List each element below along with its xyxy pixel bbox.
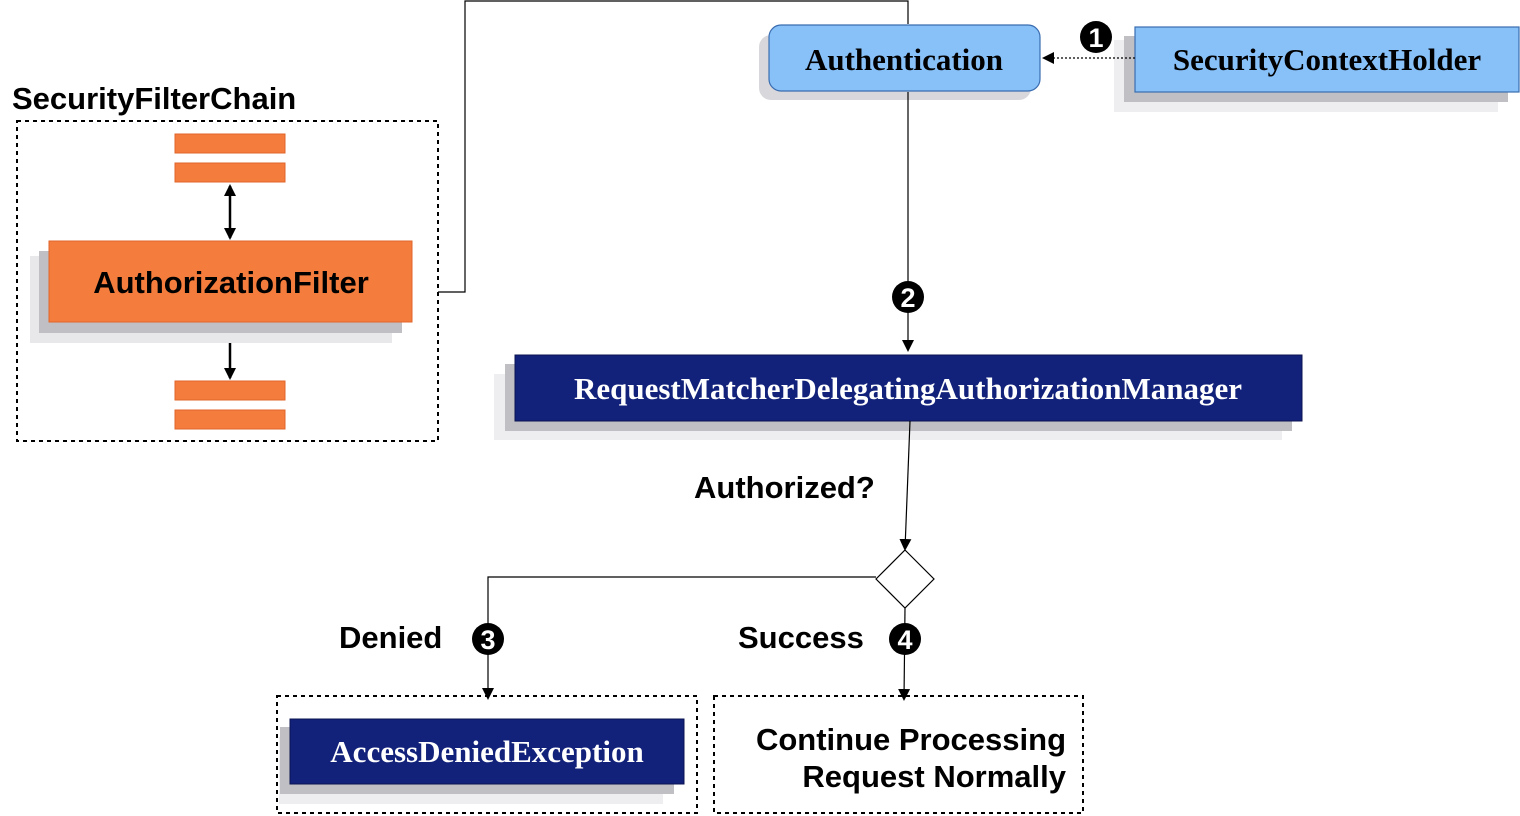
filter-bar-bottom-2 xyxy=(174,409,286,430)
step-2-badge: 2 xyxy=(892,281,924,313)
authorization-filter-box xyxy=(48,240,413,323)
step-3-number: 3 xyxy=(480,625,495,655)
filter-bar-top-2 xyxy=(174,162,286,183)
authentication-label: Authentication xyxy=(805,42,1003,77)
step-1-number: 1 xyxy=(1088,23,1103,53)
step-4-number: 4 xyxy=(897,625,912,655)
filter-bar-top-1 xyxy=(174,133,286,154)
authorization-decision-diamond xyxy=(875,549,935,609)
security-context-holder-label: SecurityContextHolder xyxy=(1173,42,1481,77)
denied-label: Denied xyxy=(339,620,442,655)
success-label: Success xyxy=(738,620,864,655)
step-3-badge: 3 xyxy=(472,623,504,655)
security-context-holder-box xyxy=(1134,26,1520,93)
denied-branch-line xyxy=(482,576,876,700)
filter-bar-bottom-1 xyxy=(174,380,286,401)
manager-box xyxy=(514,354,1303,422)
success-outcome-container xyxy=(713,695,1084,814)
security-filter-chain-label: SecurityFilterChain xyxy=(12,81,296,116)
denied-outcome-container xyxy=(276,695,698,814)
access-denied-exception-box xyxy=(289,718,685,785)
authentication-box xyxy=(768,24,1041,92)
manager-label: RequestMatcherDelegatingAuthorizationMan… xyxy=(574,371,1242,406)
access-denied-exception-label: AccessDeniedException xyxy=(330,734,643,769)
security-filter-chain-container xyxy=(16,120,439,442)
authorization-filter-label: AuthorizationFilter xyxy=(93,265,369,300)
step-1-badge: 1 xyxy=(1080,21,1112,53)
continue-processing-line-2: Request Normally xyxy=(802,759,1066,794)
authorized-question-label: Authorized? xyxy=(694,470,875,505)
step-4-badge: 4 xyxy=(889,623,921,655)
manager-to-decision-line xyxy=(899,420,912,551)
filter-to-authentication-connector xyxy=(438,0,909,293)
continue-processing-line-1: Continue Processing xyxy=(756,722,1066,757)
step-2-number: 2 xyxy=(900,283,915,313)
